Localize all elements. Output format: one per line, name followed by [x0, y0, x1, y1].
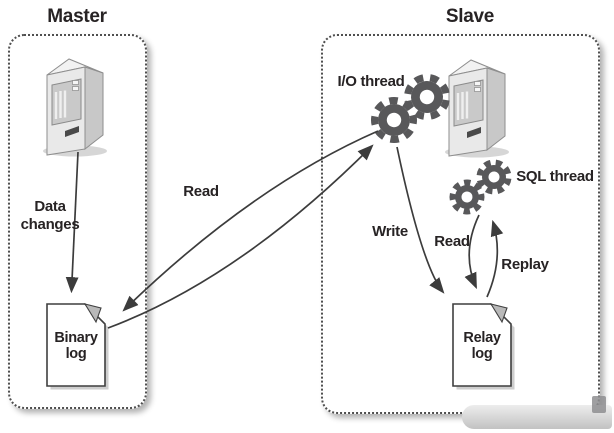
write-arrow-label: Write: [372, 223, 408, 240]
slave-server-icon: [443, 58, 511, 159]
master-group-box: [8, 34, 147, 409]
watermark-blur-block: [592, 396, 606, 413]
read-arrow-to-io-thread: [107, 144, 374, 329]
write-arrow: [396, 146, 445, 294]
binary-log-label: Binary log: [54, 330, 98, 362]
data-changes-arrow: [65, 151, 79, 294]
relay-log-label: Relay log: [463, 330, 501, 362]
master-title: Master: [47, 6, 107, 27]
watermark-blur-bar: [462, 405, 612, 429]
relay-replay-arrow: [486, 219, 504, 298]
read-arrow-to-binary-log: [122, 130, 379, 312]
read-relay-arrow-label: Read: [434, 233, 470, 250]
relay-read-arrow: [464, 214, 480, 290]
sql-thread-gears-icon: [450, 161, 510, 214]
slave-title: Slave: [445, 6, 495, 27]
master-server-icon: [41, 57, 109, 158]
io-thread-label: I/O thread: [337, 73, 405, 90]
data-changes-label: Data changes: [20, 198, 80, 233]
slave-group-box: [321, 34, 600, 414]
sql-thread-label: SQL thread: [516, 168, 594, 185]
replay-arrow-label: Replay: [501, 256, 549, 273]
read-arrow-label: Read: [183, 183, 219, 200]
